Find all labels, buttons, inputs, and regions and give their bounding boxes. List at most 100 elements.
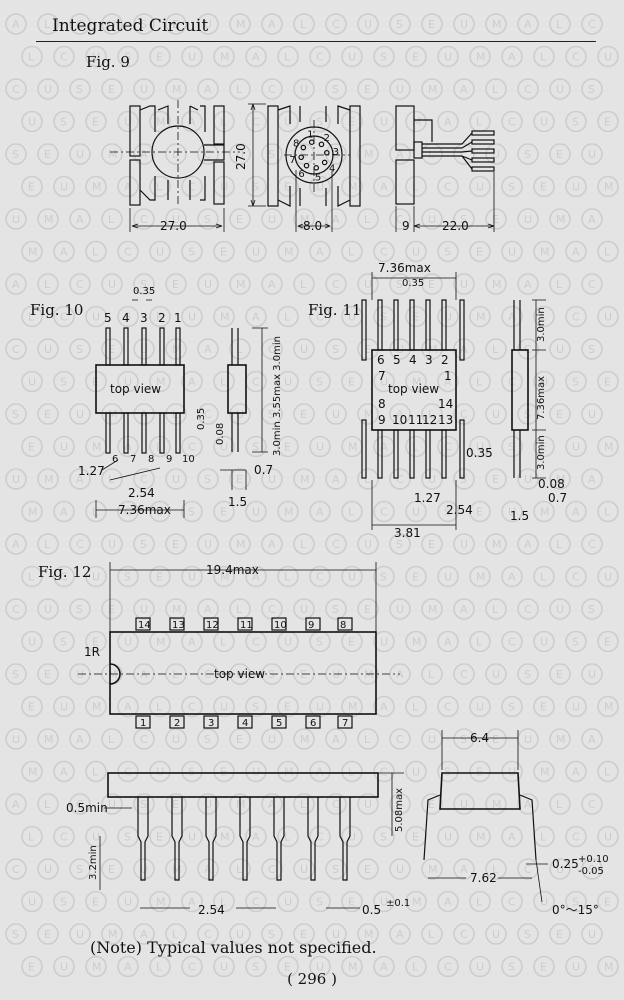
watermark-letter: E: [108, 83, 115, 96]
watermark-circle: [245, 890, 267, 913]
watermark-circle: [597, 695, 619, 718]
watermark-letter: A: [444, 376, 452, 389]
watermark-circle: [437, 955, 459, 978]
fig11-dim-width: 7.36max: [378, 261, 431, 275]
watermark-letter: C: [12, 863, 20, 876]
watermark-letter: U: [44, 863, 52, 876]
watermark-letter: A: [572, 766, 580, 779]
watermark-letter: L: [348, 506, 355, 519]
watermark-letter: L: [492, 863, 499, 876]
watermark-circle: [309, 370, 331, 393]
watermark-circle: [405, 890, 427, 913]
watermark-letter: M: [156, 376, 166, 389]
watermark-circle: [101, 598, 123, 620]
watermark-letter: E: [28, 441, 35, 454]
watermark-circle: [213, 695, 235, 718]
watermark-letter: S: [188, 766, 195, 779]
watermark-letter: C: [12, 603, 20, 616]
watermark-letter: A: [316, 506, 324, 519]
fig12-dim-thick: 0.25: [552, 857, 579, 871]
watermark-circle: [341, 565, 363, 588]
watermark-circle: [597, 370, 619, 393]
watermark-circle: [309, 565, 331, 588]
fig11-lead: [459, 299, 465, 361]
watermark-letter: U: [588, 148, 596, 161]
watermark-circle: [437, 240, 459, 263]
watermark-circle: [309, 175, 331, 198]
watermark-circle: [533, 370, 555, 393]
fig10-dim-pinwidth: 0.35: [133, 286, 155, 297]
watermark-letter: A: [188, 896, 196, 909]
watermark-circle: [565, 175, 587, 198]
fig9-pin-label: 8: [293, 138, 299, 149]
watermark-circle: [389, 13, 411, 35]
fig10-dim-side035: 0.35: [196, 408, 207, 430]
watermark-circle: [21, 695, 43, 718]
watermark-letter: M: [412, 896, 422, 909]
watermark-letter: M: [172, 603, 182, 616]
watermark-letter: C: [60, 311, 68, 324]
watermark-circle: [373, 500, 395, 523]
watermark-letter: E: [156, 831, 163, 844]
fig12-pin-pad: [337, 617, 353, 631]
fig12-lead: [137, 797, 149, 881]
watermark-circle: [485, 273, 507, 295]
fig12-dim-leadw: 0.5: [362, 903, 381, 917]
fig11-pin-label: 10: [392, 413, 407, 427]
watermark-letter: M: [236, 278, 246, 291]
watermark-circle: [533, 305, 555, 328]
watermark-letter: C: [252, 116, 260, 129]
watermark-letter: L: [108, 213, 115, 226]
footer-note: (Note) Typical values not specified.: [90, 938, 377, 957]
watermark-circle: [245, 305, 267, 328]
watermark-letter: C: [60, 831, 68, 844]
watermark-letter: U: [556, 863, 564, 876]
fig11-body-text: top view: [388, 382, 439, 396]
watermark-letter: E: [492, 473, 499, 486]
fig11-lead: [459, 419, 465, 479]
watermark-circle: [197, 923, 219, 945]
fig11-lead: [393, 299, 399, 351]
watermark-circle: [565, 955, 587, 978]
watermark-circle: [357, 78, 379, 100]
watermark-letter: L: [220, 896, 227, 909]
fig11-pin-label: 3: [425, 353, 433, 367]
fig11-pin-label: 4: [409, 353, 417, 367]
watermark-letter: L: [92, 506, 99, 519]
watermark-letter: U: [268, 473, 276, 486]
watermark-letter: U: [124, 116, 132, 129]
watermark-letter: L: [220, 376, 227, 389]
watermark-circle: [69, 793, 91, 815]
watermark-circle: [181, 110, 203, 133]
watermark-letter: U: [300, 603, 308, 616]
fig12-pin-pad: [203, 617, 219, 631]
watermark-letter: A: [508, 571, 516, 584]
watermark-letter: L: [556, 18, 563, 31]
watermark-letter: C: [508, 896, 516, 909]
watermark-letter: C: [588, 18, 596, 31]
watermark-letter: U: [428, 733, 436, 746]
watermark-letter: U: [428, 473, 436, 486]
watermark-letter: E: [556, 148, 563, 161]
watermark-letter: E: [348, 376, 355, 389]
watermark-circle: [405, 955, 427, 978]
watermark-letter: S: [332, 83, 339, 96]
watermark-circle: [69, 13, 91, 35]
watermark-circle: [565, 630, 587, 653]
watermark-circle: [277, 760, 299, 783]
fig11-pin-label: 2: [441, 353, 449, 367]
watermark-letter: U: [28, 636, 36, 649]
watermark-circle: [565, 45, 587, 68]
watermark-circle: [133, 143, 155, 165]
watermark-circle: [309, 435, 331, 458]
watermark-letter: E: [300, 928, 307, 941]
watermark-letter: M: [156, 896, 166, 909]
watermark-circle: [325, 858, 347, 880]
watermark-letter: C: [60, 571, 68, 584]
watermark-letter: U: [556, 603, 564, 616]
watermark-letter: A: [204, 83, 212, 96]
watermark-letter: L: [428, 668, 435, 681]
watermark-circle: [149, 45, 171, 68]
watermark-letter: U: [380, 376, 388, 389]
fig12-pin-label: 10: [274, 620, 287, 631]
